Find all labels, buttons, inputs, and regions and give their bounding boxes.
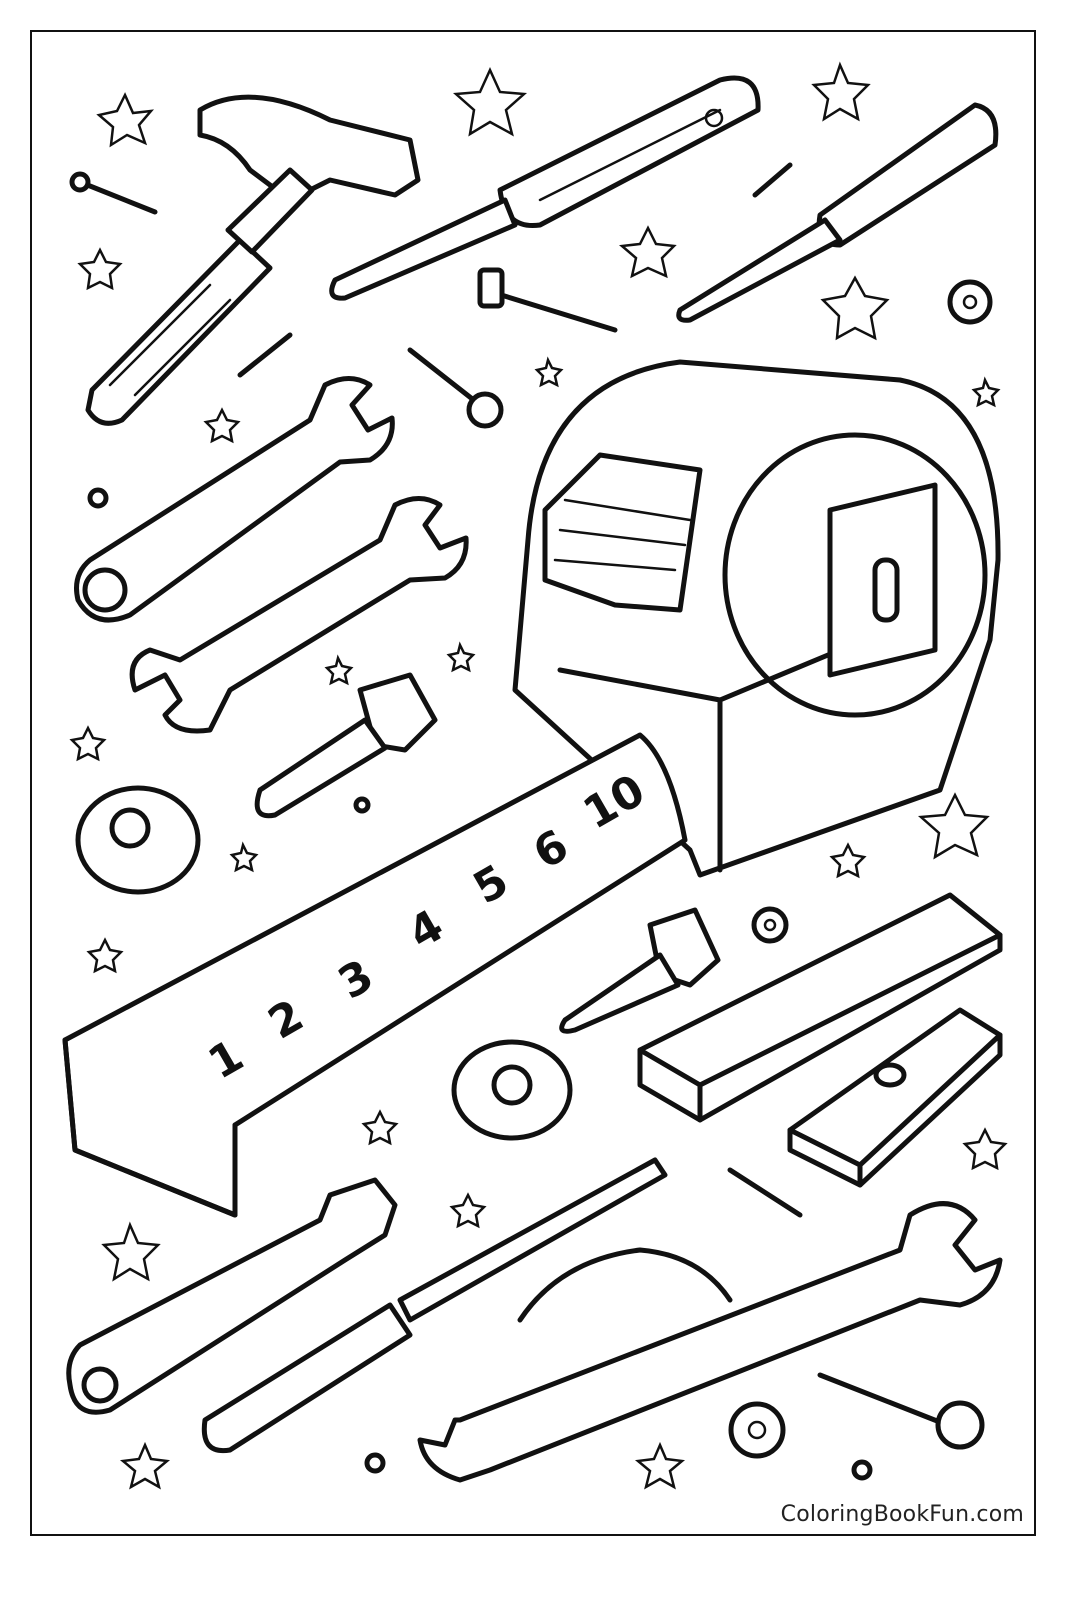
wood-plank-icon <box>787 1007 1003 1188</box>
adjustable-wrench-icon <box>66 1177 398 1415</box>
screwdriver-icon <box>329 75 761 301</box>
page-border <box>30 30 1036 1536</box>
nut-icon <box>75 785 201 895</box>
bolt-icon <box>559 907 721 1034</box>
bolt-icon <box>254 672 438 819</box>
site-watermark: ColoringBookFun.com <box>780 1502 1024 1527</box>
nut-icon <box>451 1039 573 1141</box>
screw-icon <box>69 162 985 1450</box>
washer-icon <box>87 279 993 1481</box>
screwdriver-icon <box>676 102 999 323</box>
wrench-icon <box>129 496 469 734</box>
star-icon <box>69 61 1008 1490</box>
wrench-icon <box>417 1201 1003 1483</box>
hammer-icon <box>85 94 421 426</box>
wrench-icon <box>74 376 395 623</box>
tape-blade: 1 2 3 4 5 6 10 <box>62 732 688 1218</box>
screwdriver-icon <box>201 1157 668 1454</box>
wood-plank-icon <box>637 892 1003 1123</box>
